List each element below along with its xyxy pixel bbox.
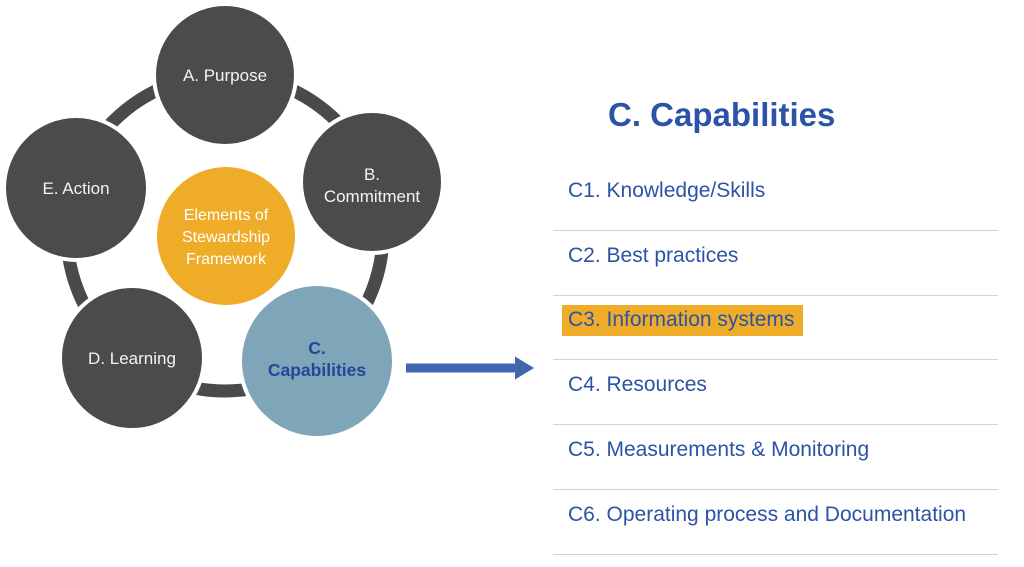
node-learning-circle [58,284,206,432]
list-item-c5: C5. Measurements & Monitoring [553,425,998,490]
node-capabilities-label-line2: Capabilities [268,360,366,380]
list-item-label: C1. Knowledge/Skills [568,178,766,202]
list-item-c4: C4. Resources [553,360,998,426]
list-item-label: C5. Measurements & Monitoring [568,438,870,462]
center-circle-label-line1: Elements of [184,207,269,224]
center-circle [157,167,295,305]
node-purpose-circle [152,2,298,148]
list-item-c6: C6. Operating process and Documentation [553,490,998,555]
node-capabilities-circle [238,282,396,440]
center-circle-label-line3: Framework [186,251,267,268]
node-commitment-circle [299,109,445,255]
list-item-label: C4. Resources [568,373,707,397]
list-item-label: C6. Operating process and Documentation [568,502,967,526]
list-item-c1: C1. Knowledge/Skills [553,166,998,231]
right-arrow-icon [406,356,534,380]
list-item-c3: C3. Information systems [553,296,998,361]
list-item-c2: C2. Best practices [553,231,998,296]
node-commitment-label-line2: Commitment [324,187,421,206]
list-item-label: C2. Best practices [568,243,739,267]
node-action-label: E. Action [42,179,109,198]
node-capabilities-label-line1: C. [308,338,326,358]
capabilities-list: C1. Knowledge/Skills C2. Best practices … [553,166,998,555]
list-item-label-highlighted: C3. Information systems [562,304,804,336]
node-learning-label: D. Learning [88,349,176,368]
node-commitment-label-line1: B. [364,165,380,184]
stewardship-framework-diagram: A. Purpose B. Commitment E. Action D. Le… [2,2,534,440]
center-circle-label-line2: Stewardship [182,229,270,246]
panel-title: C. Capabilities [608,96,836,133]
node-purpose-label: A. Purpose [183,66,267,85]
node-action-circle [2,114,150,262]
